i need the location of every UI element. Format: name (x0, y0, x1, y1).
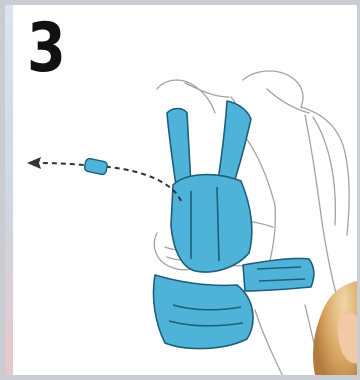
buckle-icon (84, 158, 108, 175)
photo-corner (309, 245, 357, 375)
baby-carrier (153, 101, 313, 349)
step-number: 3 (27, 15, 64, 83)
